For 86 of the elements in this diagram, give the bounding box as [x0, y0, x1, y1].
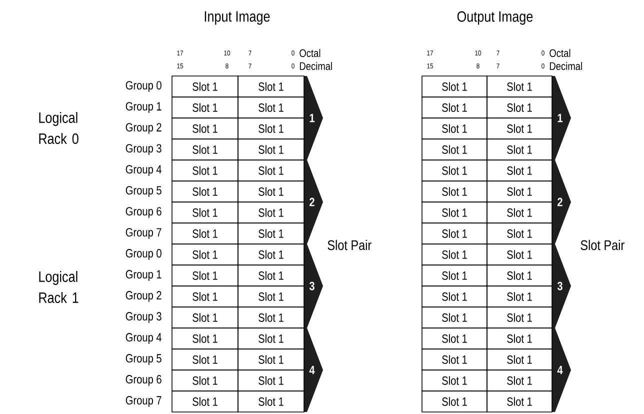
table-cell: Slot 1	[238, 348, 304, 370]
table-cell: Slot 1	[238, 244, 304, 266]
table-cell: Slot 1	[238, 96, 304, 118]
row-label: Group 6	[126, 207, 162, 218]
table-cell: Slot 1	[238, 306, 304, 328]
title: Input Image	[204, 11, 270, 25]
row-label: Group 5	[126, 186, 162, 197]
table-cell: Slot 1	[172, 180, 238, 202]
table-cell: Slot 1	[422, 306, 488, 328]
table-cell: Slot 1	[172, 138, 238, 160]
table-cell: Slot 1	[422, 264, 488, 286]
table-cell: Slot 1	[172, 264, 238, 286]
table-cell: Slot 1	[172, 96, 238, 118]
table-cell: Slot 1	[238, 390, 304, 412]
table-cell: Slot 1	[486, 264, 552, 286]
table-cell: Slot 1	[486, 118, 552, 140]
table-cell: Slot 1	[238, 328, 304, 350]
row-label: Group 3	[126, 144, 162, 155]
table-cell: Slot 1	[486, 222, 552, 244]
table-cell: Slot 1	[172, 328, 238, 350]
table-cell: Slot 1	[172, 76, 238, 98]
row-label: Group 4	[126, 333, 162, 344]
rack-label: Logical Rack 0	[39, 112, 78, 144]
numbering-label: Octal	[550, 48, 570, 58]
row-label: Group 7	[126, 228, 162, 239]
table-cell: Slot 1	[422, 370, 488, 392]
table-cell: Slot 1	[172, 306, 238, 328]
row-label: Group 1	[126, 270, 162, 281]
table-cell: Slot 1	[172, 244, 238, 266]
row-label: Group 0	[126, 249, 162, 260]
table-cell: Slot 1	[422, 96, 488, 118]
side-label: Slot Pair	[580, 240, 624, 250]
table-cell: Slot 1	[486, 180, 552, 202]
table-cell: Slot 1	[238, 264, 304, 286]
row-label: Group 0	[126, 81, 162, 92]
table-cell: Slot 1	[422, 202, 488, 224]
table-cell: Slot 1	[172, 286, 238, 308]
table-cell: Slot 1	[172, 160, 238, 182]
table-cell: Slot 1	[486, 370, 552, 392]
table-cell: Slot 1	[238, 222, 304, 244]
table-cell: Slot 1	[422, 244, 488, 266]
side-label: Slot Pair	[328, 240, 372, 250]
table-cell: Slot 1	[238, 202, 304, 224]
table-cell: Slot 1	[172, 118, 238, 140]
table-cell: Slot 1	[486, 328, 552, 350]
table-cell: Slot 1	[422, 286, 488, 308]
table-cell: Slot 1	[238, 370, 304, 392]
row-label: Group 2	[126, 291, 162, 302]
table-cell: Slot 1	[486, 390, 552, 412]
table-cell: Slot 1	[172, 370, 238, 392]
table-cell: Slot 1	[238, 160, 304, 182]
table-cell: Slot 1	[486, 244, 552, 266]
table-cell: Slot 1	[422, 348, 488, 370]
table-cell: Slot 1	[422, 390, 488, 412]
row-label: Group 2	[126, 123, 162, 134]
table-cell: Slot 1	[486, 76, 552, 98]
table-cell: Slot 1	[422, 160, 488, 182]
table-cell: Slot 1	[422, 118, 488, 140]
table-cell: Slot 1	[238, 138, 304, 160]
table-cell: Slot 1	[486, 160, 552, 182]
table-cell: Slot 1	[422, 222, 488, 244]
table-cell: Slot 1	[238, 286, 304, 308]
table-cell: Slot 1	[486, 348, 552, 370]
table-cell: Slot 1	[422, 138, 488, 160]
table-cell: Slot 1	[486, 138, 552, 160]
table-cell: Slot 1	[238, 118, 304, 140]
table-cell: Slot 1	[486, 96, 552, 118]
table-cell: Slot 1	[172, 222, 238, 244]
row-label: Group 5	[126, 354, 162, 365]
table-cell: Slot 1	[422, 328, 488, 350]
row-label: Group 3	[126, 312, 162, 323]
table-cell: Slot 1	[238, 76, 304, 98]
row-label: Group 1	[126, 102, 162, 113]
table-cell: Slot 1	[172, 348, 238, 370]
row-label: Group 7	[126, 396, 162, 407]
table-cell: Slot 1	[486, 202, 552, 224]
table-cell: Slot 1	[486, 286, 552, 308]
row-label: Group 6	[126, 375, 162, 386]
table-cell: Slot 1	[172, 202, 238, 224]
row-label: Group 4	[126, 165, 162, 176]
rack-label: Logical Rack 1	[39, 270, 78, 303]
table-cell: Slot 1	[422, 180, 488, 202]
table-cell: Slot 1	[422, 76, 488, 98]
table-cell: Slot 1	[172, 390, 238, 412]
table-cell: Slot 1	[486, 306, 552, 328]
table-cell: Slot 1	[238, 180, 304, 202]
